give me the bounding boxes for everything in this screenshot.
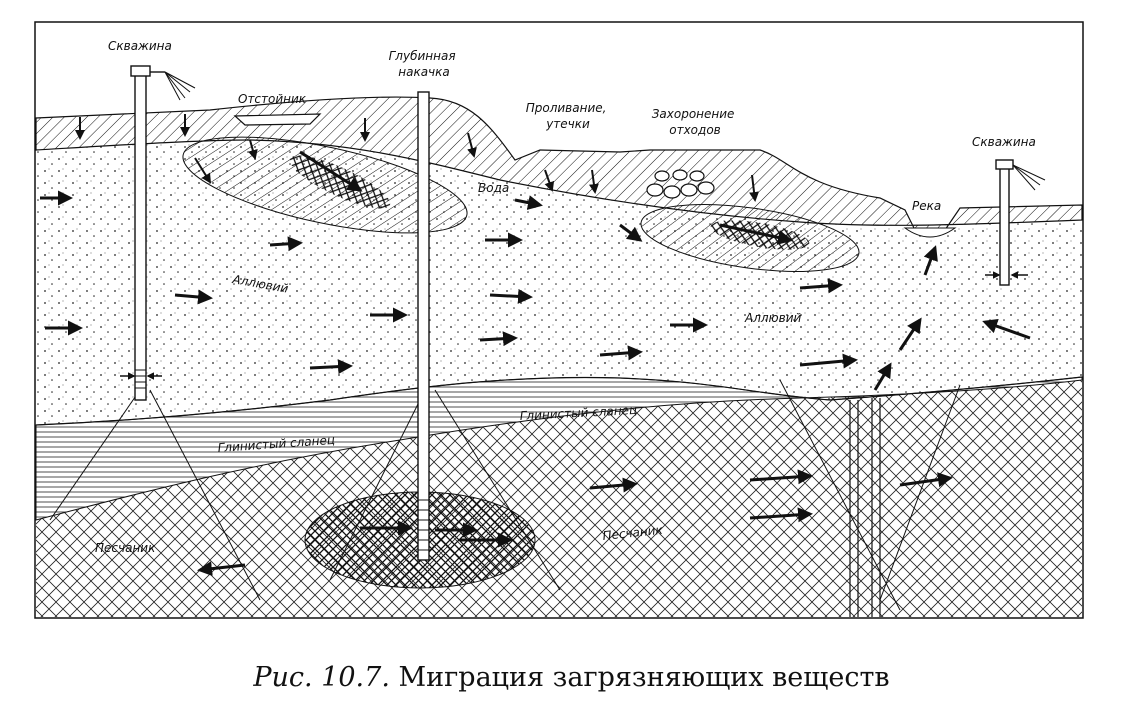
- label-sandstone-2: Песчаник: [602, 523, 664, 543]
- label-well-left: Скважина: [108, 39, 172, 53]
- figure-title: Миграция загрязняющих веществ: [398, 662, 890, 693]
- waste-barrels: [646, 169, 715, 199]
- fault-zone: [849, 398, 881, 617]
- well-inflow-arrows: [120, 271, 1028, 380]
- seepage-arrows: [75, 114, 760, 202]
- label-well-right: Скважина: [972, 135, 1036, 149]
- well-left: [130, 65, 165, 401]
- plume-core-settler: [289, 155, 391, 209]
- well-left-screen: [135, 369, 146, 389]
- label-alluvium-2: Аллювий: [744, 311, 802, 325]
- label-shale-2: Глинистый сланец: [519, 403, 637, 423]
- label-deep-pump: Глубинная накачка: [389, 49, 460, 79]
- label-water: Вода: [478, 181, 509, 195]
- figure-number: Рис. 10.7.: [253, 662, 390, 693]
- figure-caption: Рис. 10.7. Миграция загрязняющих веществ: [0, 662, 1143, 693]
- settler-pond: [233, 113, 322, 126]
- well-right: [995, 159, 1014, 286]
- plume-arrows: [299, 150, 793, 536]
- label-sandstone-1: Песчаник: [95, 541, 156, 555]
- deep-injection-well: [417, 91, 430, 561]
- label-spills: Проливание, утечки: [526, 101, 611, 131]
- flow-arrows: [40, 190, 1031, 577]
- label-settler: Отстойник: [238, 92, 307, 106]
- sandstone-layer: [36, 380, 1082, 617]
- deep-well-screen: [418, 499, 429, 551]
- label-river: Река: [912, 199, 941, 213]
- influence-lines: [49, 379, 961, 611]
- well-discharge-icon: [164, 71, 1046, 191]
- river: [903, 227, 957, 238]
- label-waste-burial: Захоронение отходов: [652, 107, 739, 137]
